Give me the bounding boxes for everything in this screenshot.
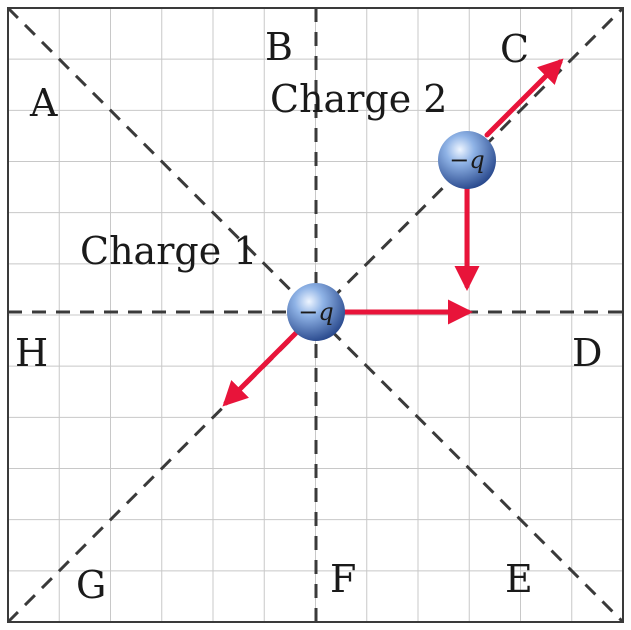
force-arrows	[222, 58, 564, 407]
charge-2-symbol: −q	[449, 146, 484, 174]
direction-label-g: G	[76, 563, 106, 607]
charge-1-symbol: −q	[298, 298, 333, 326]
direction-label-d: D	[572, 331, 602, 375]
charge-1: −q	[287, 283, 345, 341]
direction-label-h: H	[15, 331, 48, 375]
charge-1-label: Charge 1	[80, 229, 257, 273]
direction-label-e: E	[505, 557, 533, 601]
direction-label-f: F	[330, 557, 356, 601]
direction-label-c: C	[500, 27, 529, 71]
direction-label-b: B	[265, 25, 293, 69]
arrow-charge1-toward-g	[222, 330, 299, 407]
arrow-charge2-toward-c	[484, 58, 564, 138]
direction-label-a: A	[29, 81, 58, 125]
charge-2-sphere	[438, 131, 496, 189]
charge-2-label: Charge 2	[270, 77, 447, 121]
diagram-frame	[7, 7, 624, 623]
charge-2: −q	[438, 131, 496, 189]
charge-1-sphere	[287, 283, 345, 341]
